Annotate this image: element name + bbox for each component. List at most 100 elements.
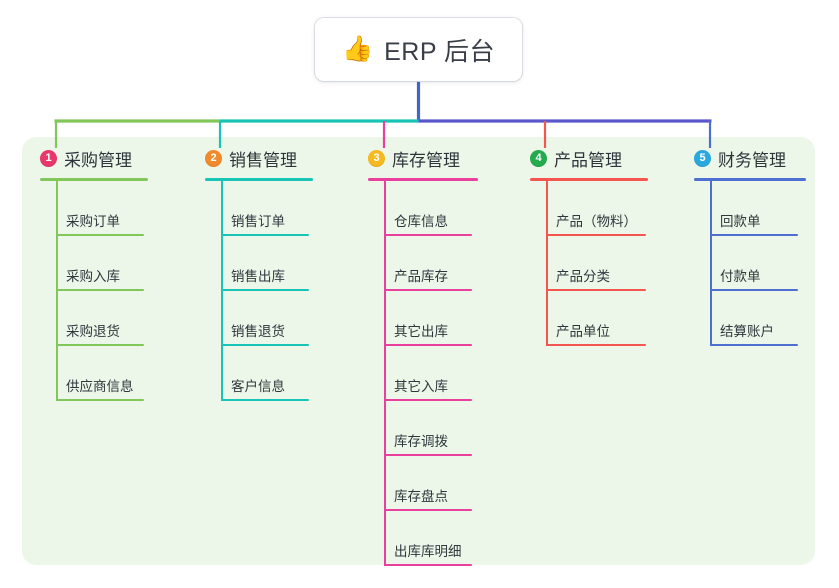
branch-number-badge: 1: [40, 149, 57, 167]
branch-number-badge: 5: [694, 149, 711, 167]
branch-spine: [546, 181, 548, 346]
root-node-content: 👍 ERP 后台: [342, 32, 495, 68]
branch-item-underline: [56, 234, 144, 236]
branch-spine: [710, 181, 712, 346]
branch-item[interactable]: 结算账户: [694, 291, 806, 346]
branch-item-label: 仓库信息: [394, 214, 448, 229]
branch-item-underline: [384, 509, 472, 511]
branch-item-underline: [710, 344, 798, 346]
branch-item-underline: [546, 289, 646, 291]
branch-item-underline: [384, 454, 472, 456]
branch-item-underline: [56, 399, 144, 401]
branch-item-underline: [710, 289, 798, 291]
branch-item[interactable]: 库存调拨: [368, 401, 478, 456]
branch-item[interactable]: 销售出库: [205, 236, 313, 291]
branch-header-1[interactable]: 1 采购管理: [40, 146, 148, 170]
branch-item-underline: [56, 289, 144, 291]
branch-item[interactable]: 销售退货: [205, 291, 313, 346]
branch-item-underline: [56, 344, 144, 346]
branch-underline: [205, 178, 313, 181]
branch-title: 库存管理: [392, 150, 460, 170]
branch-item[interactable]: 采购订单: [40, 181, 148, 236]
branch-item-label: 库存调拨: [394, 434, 448, 449]
branch-item-underline: [221, 344, 309, 346]
branch-item-label: 出库库明细: [394, 544, 462, 559]
branch-item-list: 销售订单销售出库销售退货客户信息: [205, 181, 313, 401]
branch-item-label: 供应商信息: [66, 379, 134, 394]
branch-item-underline: [384, 344, 472, 346]
branch-item[interactable]: 产品（物料）: [530, 181, 648, 236]
branch-item[interactable]: 采购退货: [40, 291, 148, 346]
branch-item[interactable]: 产品库存: [368, 236, 478, 291]
branch-item-underline: [221, 289, 309, 291]
branch-item-underline: [221, 234, 309, 236]
branch-spine: [384, 181, 386, 566]
thumbs-up-icon: 👍: [341, 35, 374, 63]
branch-item[interactable]: 仓库信息: [368, 181, 478, 236]
branch-item-list: 采购订单采购入库采购退货供应商信息: [40, 181, 148, 401]
branch-item-underline: [546, 234, 646, 236]
branch-item[interactable]: 采购入库: [40, 236, 148, 291]
branch-item[interactable]: 出库库明细: [368, 511, 478, 566]
branch-item-label: 采购订单: [66, 214, 120, 229]
branch-underline: [530, 178, 648, 181]
branch-item[interactable]: 其它入库: [368, 346, 478, 401]
branch-item-label: 付款单: [720, 269, 761, 284]
branch-item-underline: [546, 344, 646, 346]
branch-underline: [40, 178, 148, 181]
branch-title: 产品管理: [554, 150, 622, 170]
branch-underline: [694, 178, 806, 181]
branch-underline: [368, 178, 478, 181]
branch-title: 采购管理: [64, 150, 132, 170]
branch-column-5: 5 财务管理回款单付款单结算账户: [694, 146, 806, 346]
branch-item[interactable]: 付款单: [694, 236, 806, 291]
branch-item[interactable]: 产品分类: [530, 236, 648, 291]
branch-item-label: 其它入库: [394, 379, 448, 394]
branch-item[interactable]: 供应商信息: [40, 346, 148, 401]
branch-item-label: 产品库存: [394, 269, 448, 284]
branch-item[interactable]: 库存盘点: [368, 456, 478, 511]
branch-column-1: 1 采购管理采购订单采购入库采购退货供应商信息: [40, 146, 148, 401]
branch-item-underline: [384, 289, 472, 291]
branch-item[interactable]: 回款单: [694, 181, 806, 236]
branch-column-2: 2 销售管理销售订单销售出库销售退货客户信息: [205, 146, 313, 401]
branch-title: 销售管理: [229, 150, 297, 170]
branch-item-label: 回款单: [720, 214, 761, 229]
branch-item-label: 采购退货: [66, 324, 120, 339]
branch-item-underline: [221, 399, 309, 401]
branch-item[interactable]: 产品单位: [530, 291, 648, 346]
branch-item-label: 采购入库: [66, 269, 120, 284]
branch-item-list: 产品（物料） 产品分类产品单位: [530, 181, 648, 346]
branch-item-label: 产品分类: [556, 269, 610, 284]
branch-header-2[interactable]: 2 销售管理: [205, 146, 313, 170]
branch-item-list: 仓库信息产品库存其它出库其它入库库存调拨库存盘点出库库明细: [368, 181, 478, 566]
branch-item-label: 产品（物料）: [556, 214, 637, 229]
branch-item-label: 客户信息: [231, 379, 285, 394]
branch-item[interactable]: 其它出库: [368, 291, 478, 346]
branch-number-badge: 3: [368, 149, 385, 167]
branch-item-label: 产品单位: [556, 324, 610, 339]
branch-number-badge: 2: [205, 149, 222, 167]
branch-item[interactable]: 销售订单: [205, 181, 313, 236]
branch-header-5[interactable]: 5 财务管理: [694, 146, 806, 170]
branch-item-label: 其它出库: [394, 324, 448, 339]
branch-number-badge: 4: [530, 149, 547, 167]
branch-header-4[interactable]: 4 产品管理: [530, 146, 648, 170]
branch-item-label: 库存盘点: [394, 489, 448, 504]
branch-item-underline: [384, 234, 472, 236]
branch-spine: [56, 181, 58, 401]
branch-item-underline: [384, 564, 472, 566]
branch-header-3[interactable]: 3 库存管理: [368, 146, 478, 170]
branch-column-3: 3 库存管理仓库信息产品库存其它出库其它入库库存调拨库存盘点出库库明细: [368, 146, 478, 566]
branch-item-list: 回款单付款单结算账户: [694, 181, 806, 346]
branch-column-4: 4 产品管理产品（物料） 产品分类产品单位: [530, 146, 648, 346]
branch-item[interactable]: 客户信息: [205, 346, 313, 401]
branch-item-label: 销售订单: [231, 214, 285, 229]
branch-item-underline: [710, 234, 798, 236]
root-node[interactable]: 👍 ERP 后台: [315, 18, 522, 81]
root-title: ERP 后台: [384, 37, 496, 66]
branch-item-label: 结算账户: [720, 324, 774, 339]
diagram-panel: [22, 137, 815, 565]
branch-title: 财务管理: [718, 150, 786, 170]
